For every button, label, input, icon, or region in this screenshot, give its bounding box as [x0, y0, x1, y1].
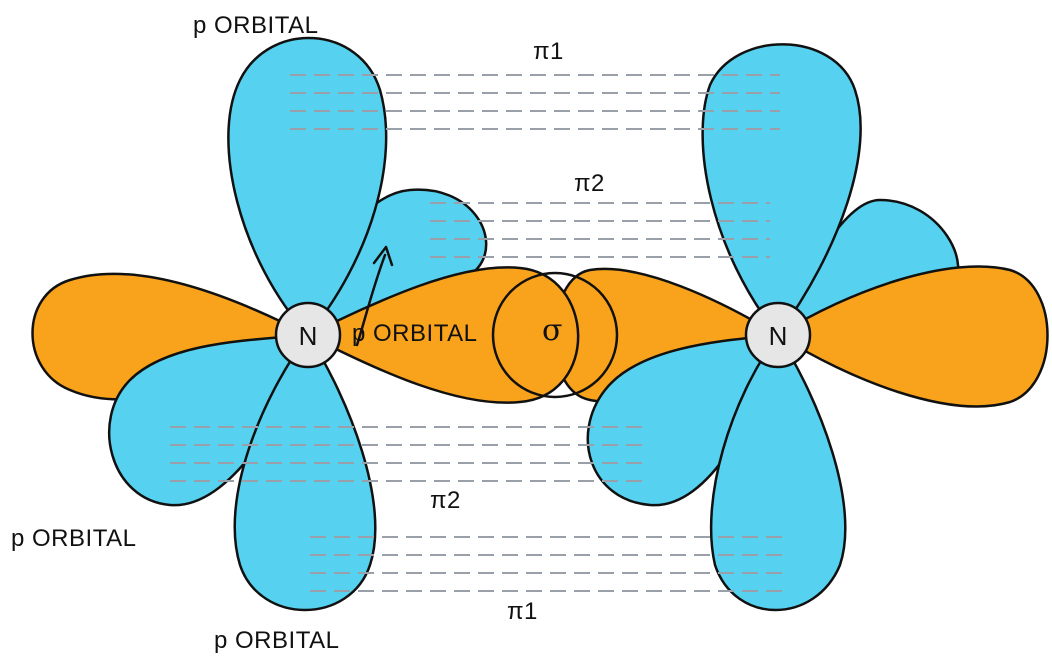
pi2-lower-label: π2	[430, 487, 461, 514]
p-orbital-label-bottom: p ORBITAL	[214, 627, 340, 654]
right-sp-lobe-outer	[775, 265, 1049, 408]
pi1-top-dashes	[290, 74, 780, 130]
p-orbital-label-top: p ORBITAL	[193, 12, 319, 39]
left-p-lobe-down	[233, 332, 377, 612]
pi2-lower-dashes	[170, 426, 650, 482]
p-orbital-label-middle: p ORBITAL	[352, 320, 478, 347]
p-orbital-arrow	[355, 245, 394, 347]
left-atom-symbol: N	[298, 321, 318, 351]
pi1-top-label: π1	[533, 38, 564, 65]
right-atom-symbol: N	[768, 321, 788, 351]
pi1-bottom-label: π1	[507, 598, 538, 625]
right-p-lobe-down	[709, 332, 847, 612]
sigma-bond-label: σ	[542, 313, 563, 348]
left-p-lobe-up	[227, 36, 388, 337]
right-p-lobe-up	[701, 43, 862, 338]
pi1-bottom-dashes	[310, 536, 790, 592]
left-nucleus	[274, 301, 342, 369]
pi2-upper-dashes	[430, 202, 770, 258]
sigma-overlap-ring	[491, 271, 619, 399]
right-nucleus	[744, 301, 812, 369]
left-sp-lobe-inner	[305, 266, 580, 404]
pi2-upper-label: π2	[574, 170, 605, 197]
p-orbital-label-left: p ORBITAL	[11, 525, 137, 552]
